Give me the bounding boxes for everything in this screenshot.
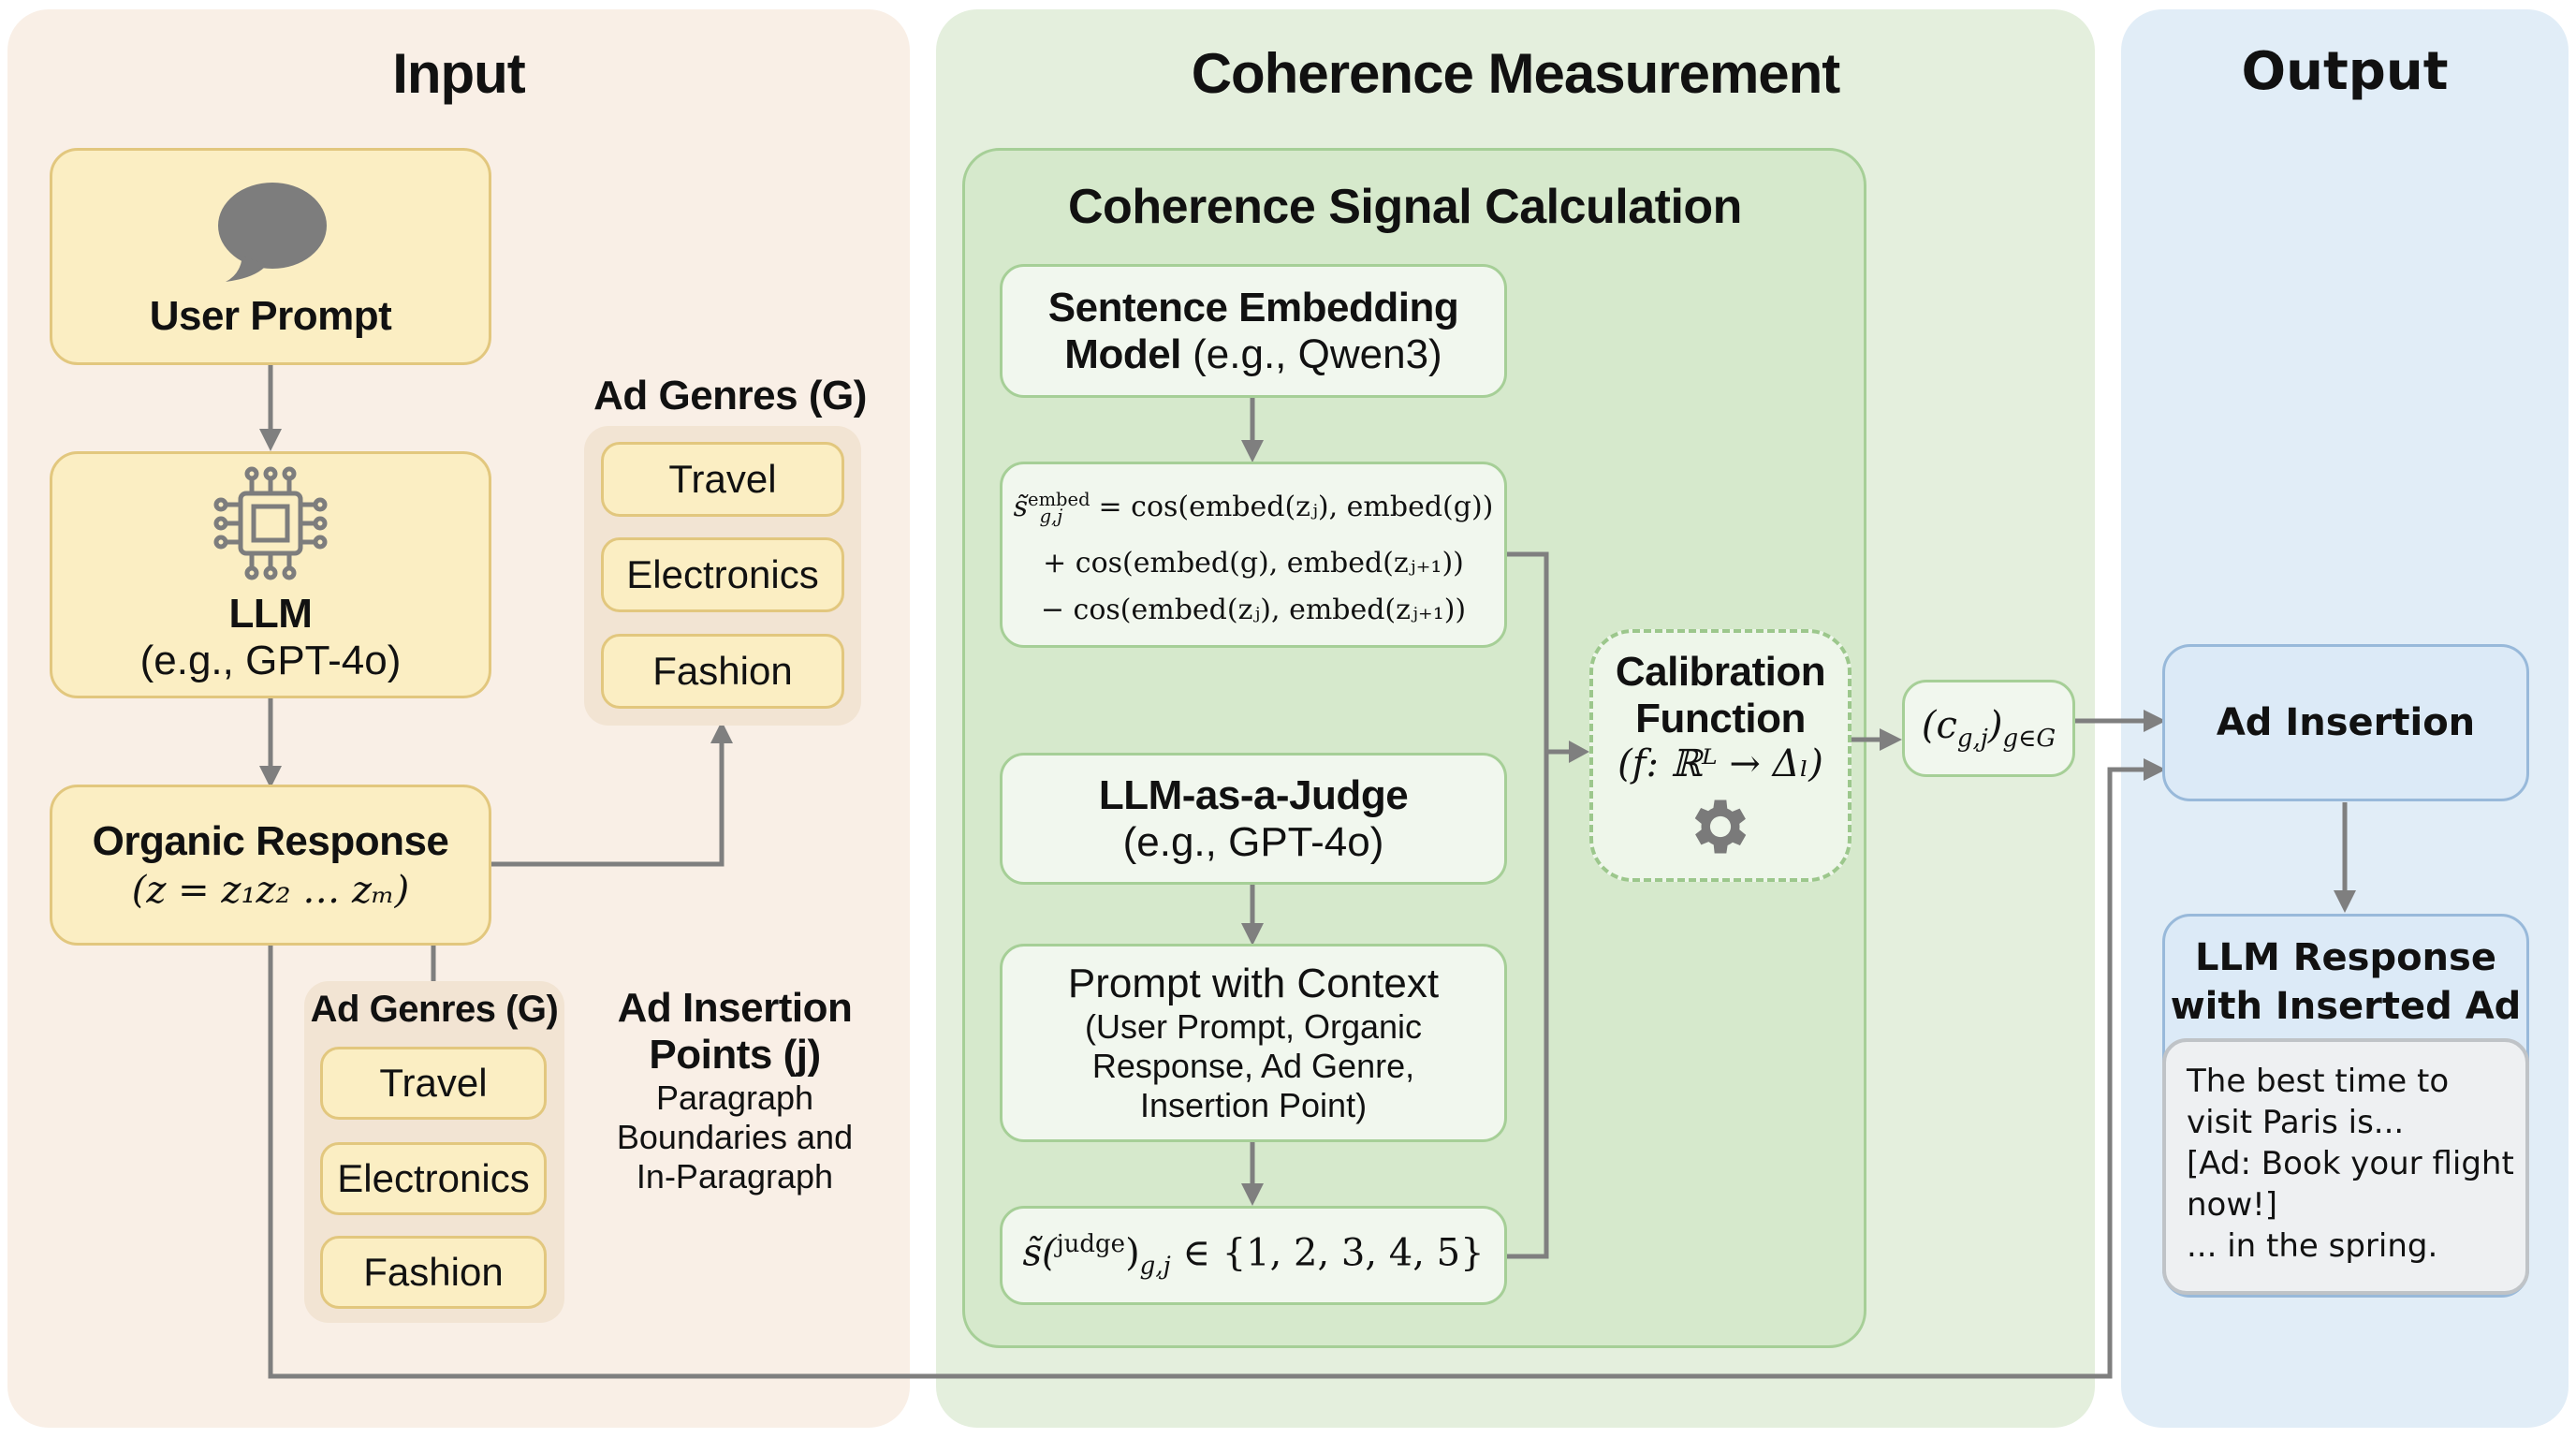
input-panel-title: Input [392, 42, 526, 105]
calibration-function-box: Calibration Function (f: ℝᴸ → Δₗ) [1589, 629, 1852, 882]
prompt-context-title: Prompt with Context [1067, 961, 1440, 1006]
embedding-model-box: Sentence Embedding Model (e.g., Qwen3) [1000, 264, 1507, 398]
llm-judge-label: LLM-as-a-Judge [1098, 771, 1409, 818]
genre-fashion: Fashion [601, 634, 844, 709]
coherence-panel-title: Coherence Measurement [1191, 42, 1841, 105]
embedding-model-title-2: Model [1064, 330, 1181, 377]
genre-travel: Travel [320, 1047, 547, 1120]
llm-response-box: LLM Response with Inserted Ad The best t… [2162, 914, 2529, 1298]
insertion-points-title-1: Ad Insertion [617, 985, 853, 1031]
insertion-points-desc-2: Boundaries and [616, 1118, 854, 1156]
genre-travel: Travel [601, 442, 844, 517]
prompt-context-line-2: Response, Ad Genre, [1091, 1047, 1415, 1085]
snippet-line: ... in the spring. [2187, 1227, 2438, 1265]
prompt-context-box: Prompt with Context (User Prompt, Organi… [1000, 944, 1507, 1142]
llm-judge-box: LLM-as-a-Judge (e.g., GPT-4o) [1000, 753, 1507, 885]
organic-response-formula: (z = z₁z₂ … zₘ) [131, 869, 410, 912]
llm-sublabel: (e.g., GPT-4o) [139, 638, 402, 683]
snippet-line: visit Paris is... [2187, 1104, 2405, 1141]
organic-response-label: Organic Response [92, 818, 449, 864]
insertion-points-desc-3: In-Paragraph [636, 1157, 834, 1196]
speech-bubble-icon [218, 183, 327, 282]
llm-label: LLM [228, 591, 313, 637]
genre-electronics: Electronics [320, 1142, 547, 1215]
gear-icon [1694, 800, 1747, 854]
snippet-ad-line: [Ad: Book your flight [2187, 1145, 2514, 1182]
prompt-context-line-3: Insertion Point) [1139, 1086, 1368, 1124]
embed-formula-line-1: s̃embedg,j = cos(embed(zⱼ), embed(g)) [1013, 488, 1494, 527]
embedding-model-title: Sentence Embedding [1047, 284, 1459, 330]
user-prompt-label: User Prompt [149, 293, 392, 339]
genre-electronics: Electronics [601, 537, 844, 612]
snippet-ad-line: now!] [2187, 1186, 2278, 1224]
embed-formula-box: s̃embedg,j = cos(embed(zⱼ), embed(g)) + … [1000, 462, 1507, 648]
organic-response-box: Organic Response (z = z₁z₂ … zₘ) [50, 785, 491, 946]
calibration-label-1: Calibration [1615, 649, 1826, 695]
llm-judge-sublabel: (e.g., GPT-4o) [1122, 818, 1384, 865]
judge-score-formula: s̃(judge)g,j ∈ {1, 2, 3, 4, 5} [1022, 1230, 1485, 1281]
ad-insertion-label: Ad Insertion [2216, 701, 2476, 744]
ad-insertion-box: Ad Insertion [2162, 644, 2529, 801]
response-snippet: The best time to visit Paris is... [Ad: … [2162, 1038, 2529, 1295]
embedding-model-example: (e.g., Qwen3) [1180, 330, 1442, 377]
llm-response-title-2: with Inserted Ad [2170, 985, 2522, 1028]
prompt-context-line-1: (User Prompt, Organic [1084, 1007, 1423, 1046]
coherence-output-box: (cg,j)g∈G [1902, 680, 2075, 777]
insertion-points-desc-1: Paragraph [655, 1078, 814, 1117]
output-panel-title: Output [2241, 41, 2449, 102]
llm-box: LLM (e.g., GPT-4o) [50, 451, 491, 698]
user-prompt-box: User Prompt [50, 148, 491, 365]
coherence-output-formula: (cg,j)g∈G [1921, 704, 2056, 753]
chip-icon [213, 466, 328, 580]
embed-formula-line-3: − cos(embed(zⱼ), embed(zⱼ₊₁)) [1040, 593, 1467, 626]
coherence-signal-title: Coherence Signal Calculation [1068, 180, 1742, 234]
llm-response-title-1: LLM Response [2195, 936, 2496, 979]
insertion-points-title-2: Points (j) [649, 1032, 821, 1078]
genre-fashion: Fashion [320, 1236, 547, 1309]
calibration-formula: (f: ℝᴸ → Δₗ) [1617, 742, 1823, 785]
insertion-points-block: Ad Insertion Points (j) Paragraph Bounda… [599, 985, 871, 1196]
calibration-label-2: Function [1635, 696, 1806, 741]
snippet-line: The best time to [2187, 1063, 2450, 1100]
judge-score-box: s̃(judge)g,j ∈ {1, 2, 3, 4, 5} [1000, 1206, 1507, 1305]
embed-formula-line-2: + cos(embed(g), embed(zⱼ₊₁)) [1043, 546, 1464, 580]
ad-genres-top-title: Ad Genres (G) [593, 373, 867, 418]
ad-genres-bottom-title: Ad Genres (G) [310, 989, 559, 1030]
